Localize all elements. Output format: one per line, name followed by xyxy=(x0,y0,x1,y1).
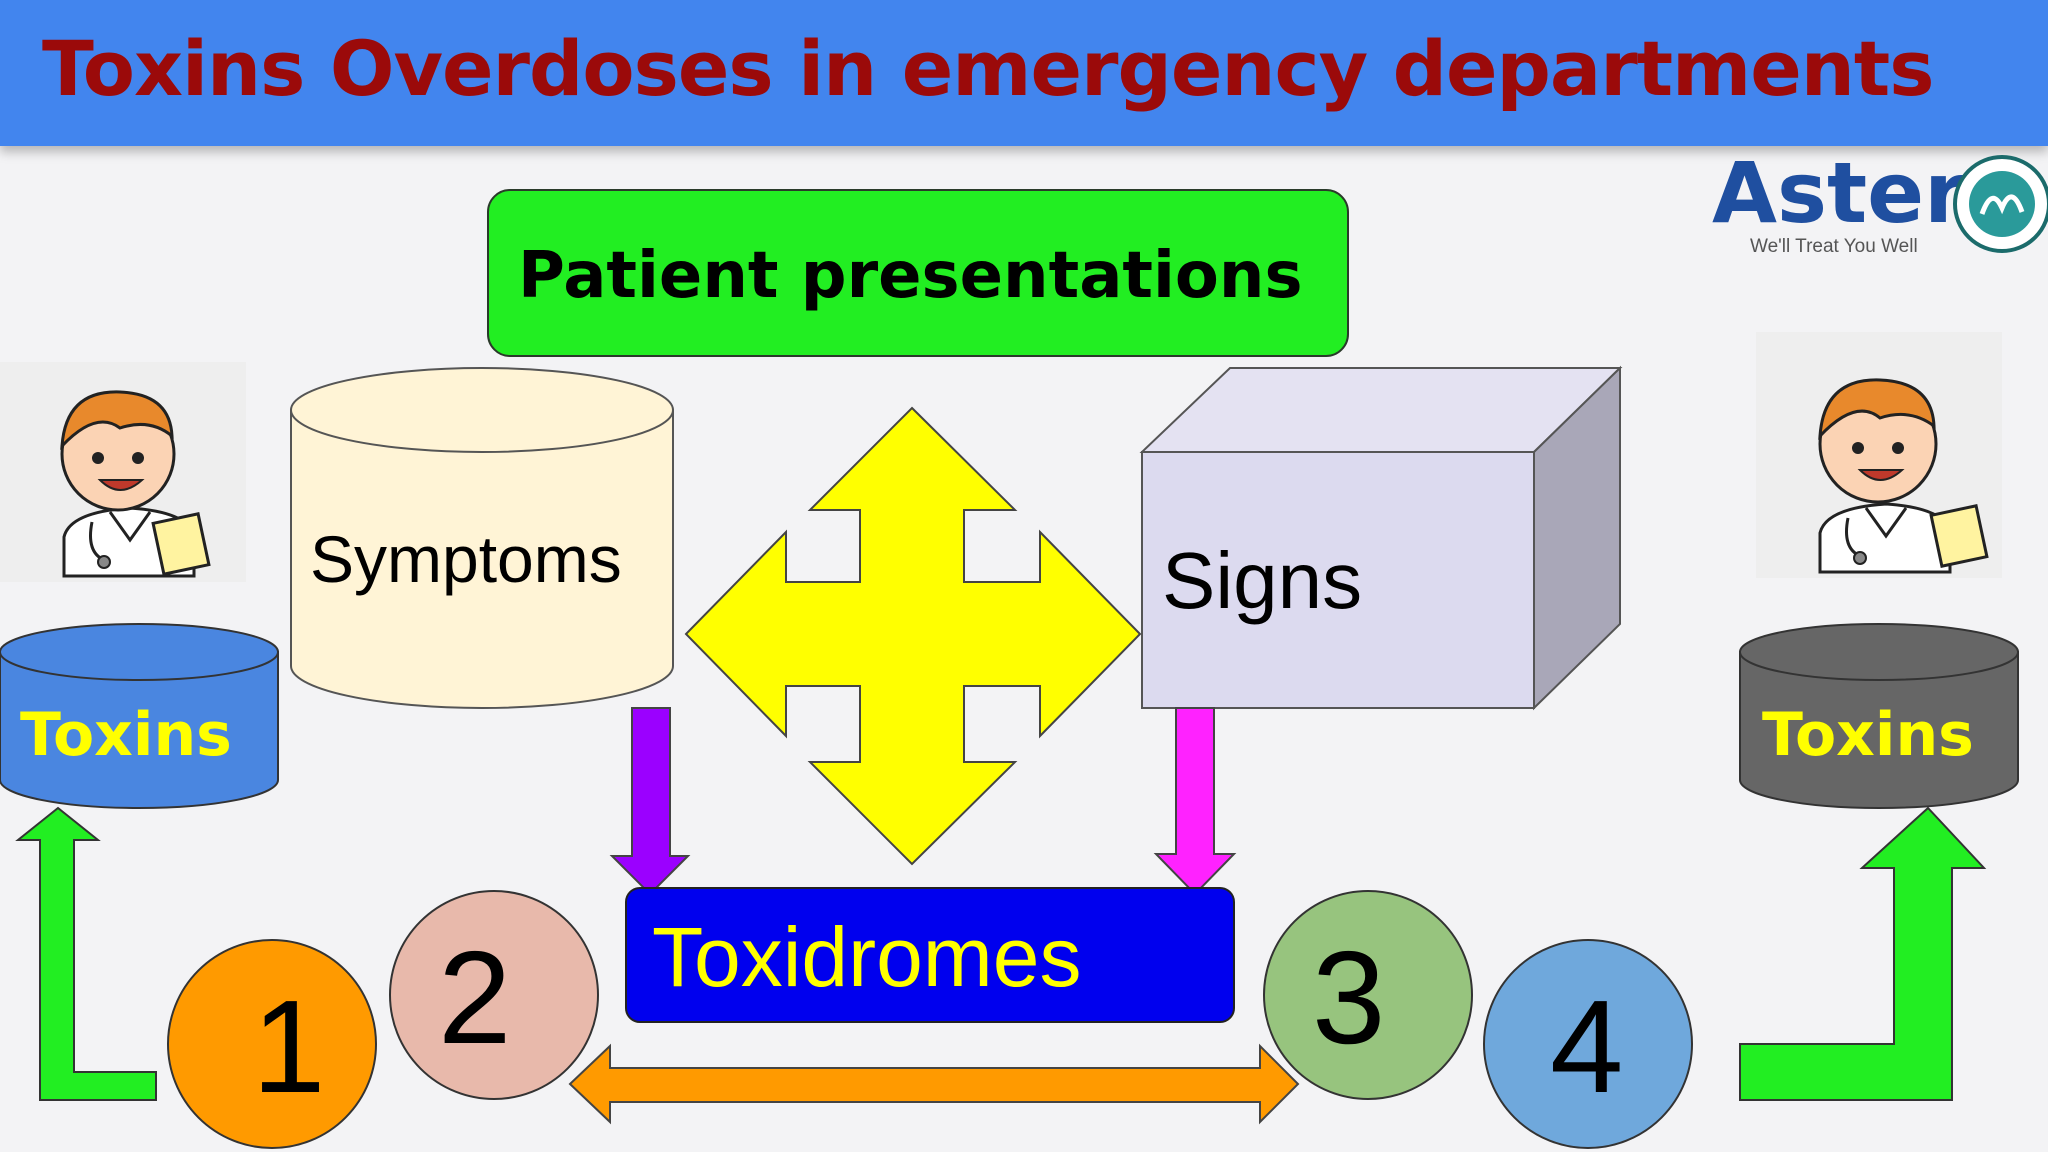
toxidromes-label: Toxidromes xyxy=(652,910,1081,1004)
step-3-circle xyxy=(1263,890,1473,1100)
step-1-circle xyxy=(167,939,377,1149)
logo-name: Aster xyxy=(1712,144,1966,242)
arrow-signs-to-toxidromes xyxy=(1153,707,1237,896)
slide-title: Toxins Overdoses in emergency department… xyxy=(42,24,1934,113)
title-bar: Toxins Overdoses in emergency department… xyxy=(0,0,2048,146)
toxins-right-cylinder xyxy=(1739,623,2019,809)
patient-presentations-box xyxy=(487,189,1349,357)
logo-seal-icon xyxy=(1953,155,2048,253)
aster-logo: Aster We'll Treat You Well xyxy=(1712,144,2048,257)
step-2-label: 2 xyxy=(438,924,511,1071)
arrow-step4-to-toxins-right xyxy=(1739,806,1987,1101)
four-way-arrow-icon xyxy=(684,406,1142,866)
patient-presentations-label: Patient presentations xyxy=(518,239,1303,313)
doctor-right-illustration xyxy=(1756,332,2002,578)
toxins-left-label: Toxins xyxy=(20,700,232,770)
toxins-right-label: Toxins xyxy=(1762,700,1974,770)
doctor-left-illustration xyxy=(0,362,246,582)
step-4-label: 4 xyxy=(1550,973,1623,1120)
step-1-label: 1 xyxy=(252,973,325,1120)
arrow-step1-to-toxins-left xyxy=(15,806,157,1101)
arrow-symptoms-to-toxidromes xyxy=(609,707,691,896)
step-3-label: 3 xyxy=(1312,924,1385,1071)
double-arrow-steps-2-3 xyxy=(568,1043,1300,1125)
symptoms-label: Symptoms xyxy=(310,522,622,596)
logo-tagline: We'll Treat You Well xyxy=(1750,236,1918,257)
signs-label: Signs xyxy=(1162,536,1362,625)
step-4-circle xyxy=(1483,939,1693,1149)
signs-cube xyxy=(1139,365,1623,711)
step-2-circle xyxy=(389,890,599,1100)
symptoms-cylinder xyxy=(290,367,674,709)
toxins-left-cylinder xyxy=(0,623,279,809)
toxidromes-box xyxy=(625,887,1235,1023)
